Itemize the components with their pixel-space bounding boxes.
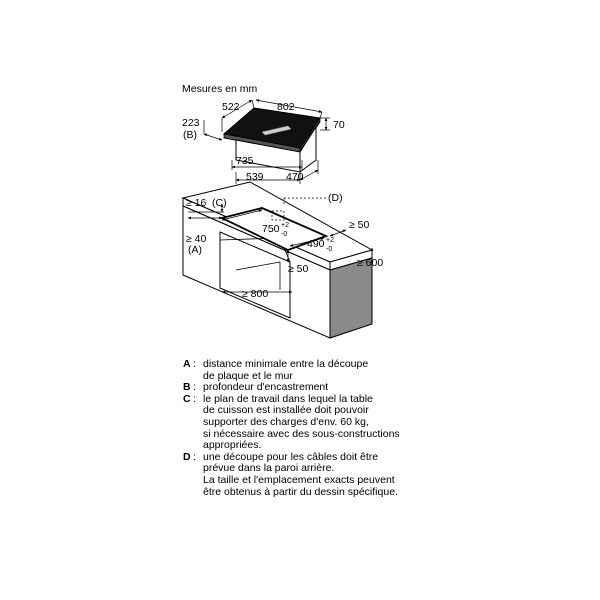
legend-separator: : — [193, 381, 196, 394]
dim-470: 470 — [286, 171, 304, 183]
cabinet-side-panel — [329, 257, 373, 339]
legend-item-d: D : une découpe pour les câbles doit êtr… — [183, 450, 443, 498]
cooktop-dimensions — [203, 99, 330, 184]
dim-223: 223 — [182, 117, 200, 129]
dim-802: 802 — [277, 101, 295, 113]
legend-key: D — [183, 450, 191, 463]
dim-750-tol-bot: -0 — [281, 231, 287, 238]
dim-800: ≥ 800 — [242, 288, 268, 300]
legend-text: distance minimale entre la découpe de pl… — [203, 358, 369, 382]
dim-735: 735 — [236, 155, 254, 167]
legend-text: le plan de travail dans lequel la table … — [203, 392, 400, 452]
legend-key: A — [183, 358, 191, 370]
dim-750: 750 — [262, 223, 280, 235]
legend-separator: : — [193, 358, 196, 370]
dim-40: ≥ 40 — [186, 233, 207, 245]
dim-490-tol-top: +2 — [326, 237, 334, 244]
cabinet-drawing — [181, 181, 374, 339]
dim-70: 70 — [333, 119, 345, 131]
legend-text: une découpe pour les câbles doit être pr… — [203, 450, 398, 498]
dim-490-tol-bot: -0 — [326, 246, 332, 253]
legend-key: B — [183, 381, 191, 394]
cabinet-opening — [219, 231, 291, 319]
label-c: (C) — [212, 197, 227, 209]
diagram-title: Mesures en mm — [182, 83, 258, 95]
label-d: (D) — [328, 192, 343, 204]
legend-separator: : — [193, 392, 196, 405]
dim-750-tol-top: +2 — [281, 222, 289, 229]
legend-text: profondeur d'encastrement — [203, 381, 329, 394]
label-b: (B) — [183, 129, 197, 141]
legend: A : distance minimale entre la découpe d… — [183, 358, 443, 498]
legend-key: C — [183, 392, 191, 405]
cooktop-vent — [261, 125, 292, 136]
legend-item-b: B : profondeur d'encastrement — [183, 382, 443, 394]
label-a: (A) — [188, 244, 202, 256]
dim-600: ≥ 600 — [357, 257, 383, 269]
cable-cutout — [271, 210, 285, 221]
dim-490: 490 — [307, 238, 325, 250]
legend-item-a: A : distance minimale entre la découpe d… — [183, 358, 443, 382]
dim-16: ≥ 16 — [186, 197, 207, 209]
legend-separator: : — [193, 450, 196, 463]
dim-522: 522 — [222, 101, 240, 113]
dim-50-bottom: ≥ 50 — [288, 263, 309, 275]
cabinet-dimensions — [187, 203, 374, 294]
dim-539: 539 — [246, 171, 264, 183]
dim-50-top: ≥ 50 — [349, 219, 370, 231]
legend-item-c: C : le plan de travail dans lequel la ta… — [183, 392, 443, 452]
